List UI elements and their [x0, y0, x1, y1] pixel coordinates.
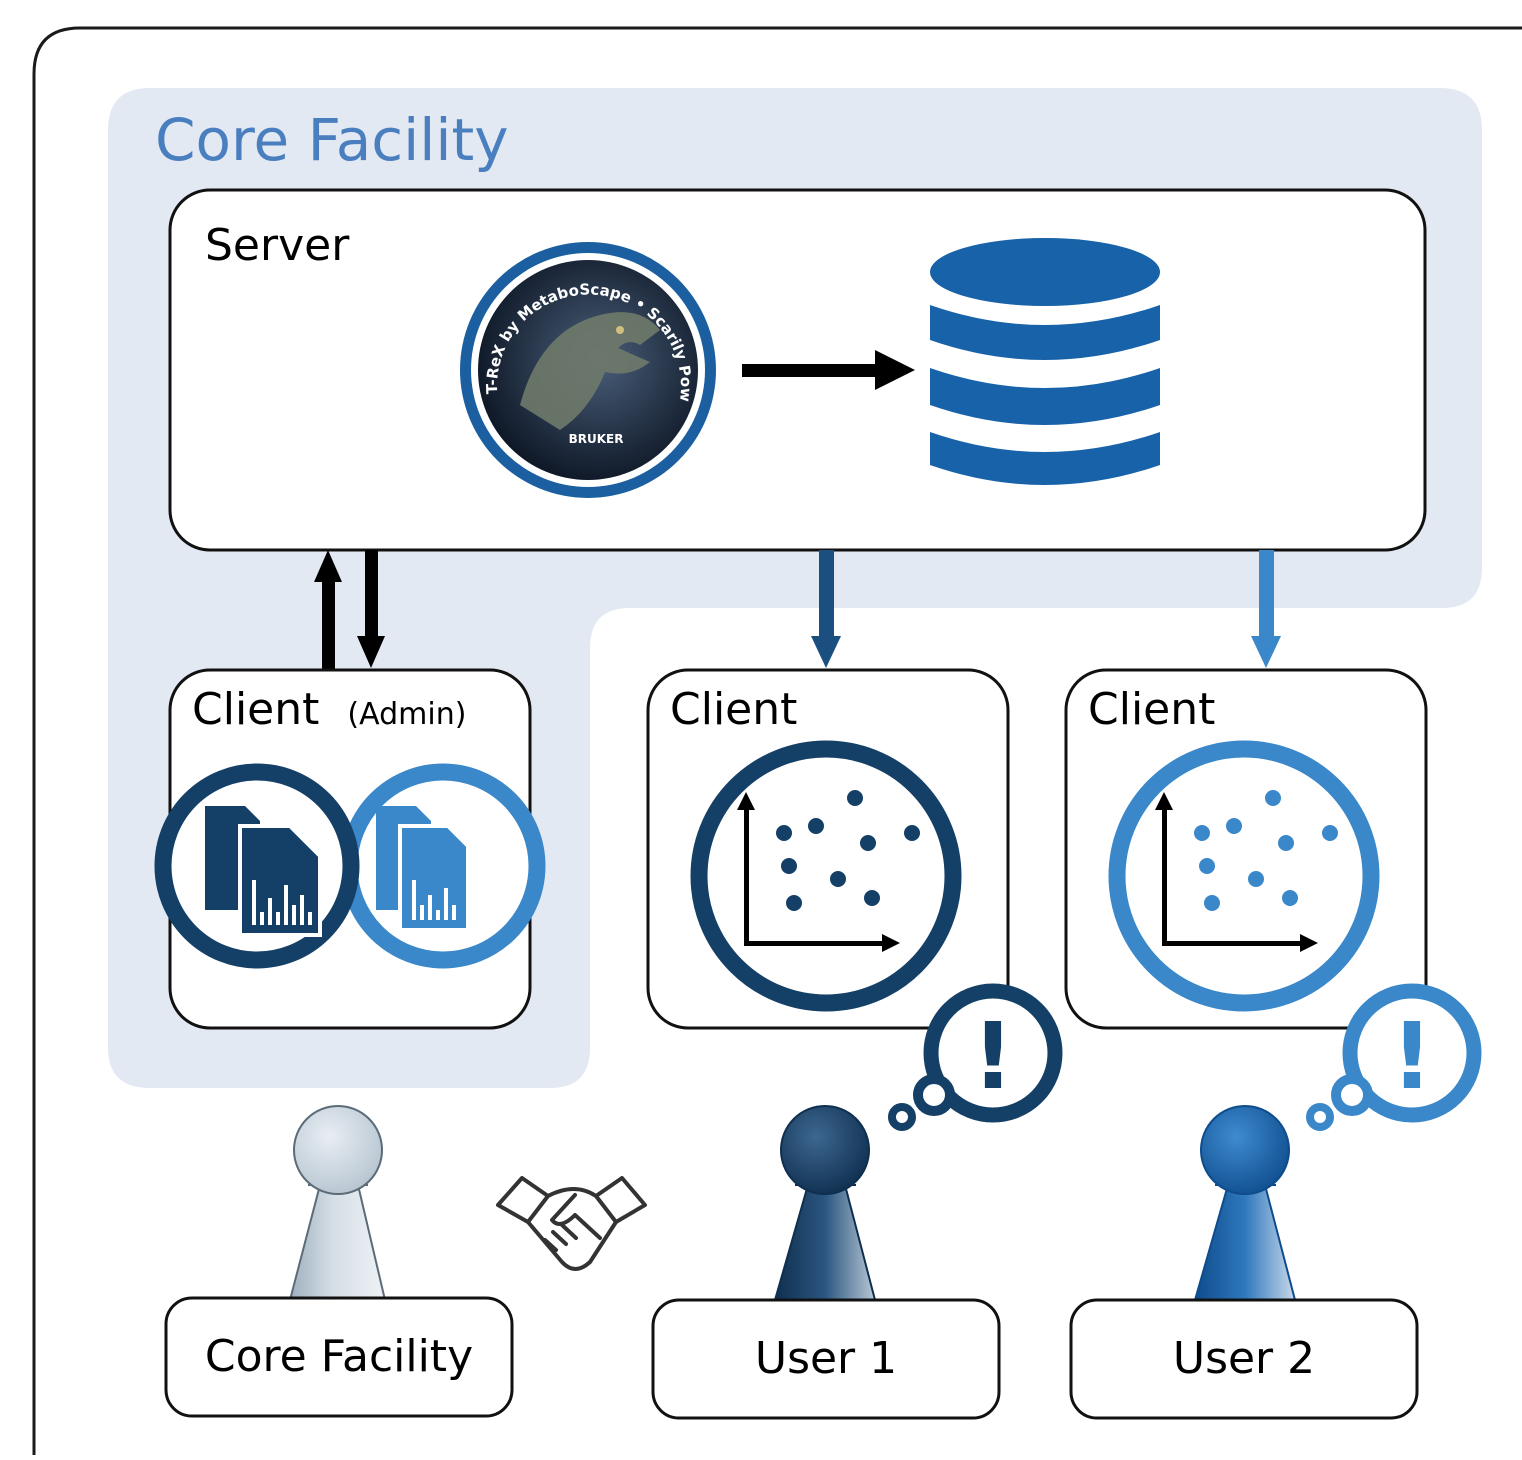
client-admin-qualifier: (Admin) [347, 697, 466, 732]
handshake-icon [496, 1176, 647, 1271]
label-user1-text: User 1 [755, 1333, 897, 1384]
svg-text:Client (Admin): Client (Admin) [192, 684, 466, 735]
client-user2-label: Client [1088, 684, 1215, 735]
document-chart-icon [154, 763, 546, 969]
arrow-to-client-user1 [811, 550, 841, 668]
person-pawn-icon [1193, 1105, 1297, 1301]
outer-frame [32, 26, 1522, 1455]
scatter-plot-icon [1108, 740, 1380, 1012]
arrow-to-database [742, 350, 915, 390]
thought-bubble-icon: ! [888, 983, 1063, 1131]
database-icon [930, 238, 1160, 485]
person-pawn-icon [288, 1105, 387, 1301]
label-core-facility: Core Facility [164, 1296, 514, 1418]
server-label: Server [205, 220, 350, 271]
thought-mark-user1: ! [972, 1003, 1014, 1110]
client-user1-label: Client [670, 684, 797, 735]
label-user1: User 1 [651, 1298, 1001, 1420]
label-user2: User 2 [1069, 1298, 1419, 1420]
scatter-plot-icon [690, 740, 962, 1012]
thought-bubble-icon: ! [1306, 983, 1482, 1131]
region-title: Core Facility [155, 106, 509, 174]
client-admin-label: Client [192, 684, 319, 735]
thought-mark-user2: ! [1391, 1003, 1433, 1110]
label-user2-text: User 2 [1173, 1333, 1315, 1384]
person-pawn-icon [773, 1105, 877, 1301]
arrow-to-client-user2 [1251, 550, 1281, 668]
admin-sync-arrows [314, 550, 385, 670]
logo-brand: BRUKER [569, 432, 624, 446]
label-core-facility-text: Core Facility [205, 1331, 473, 1382]
